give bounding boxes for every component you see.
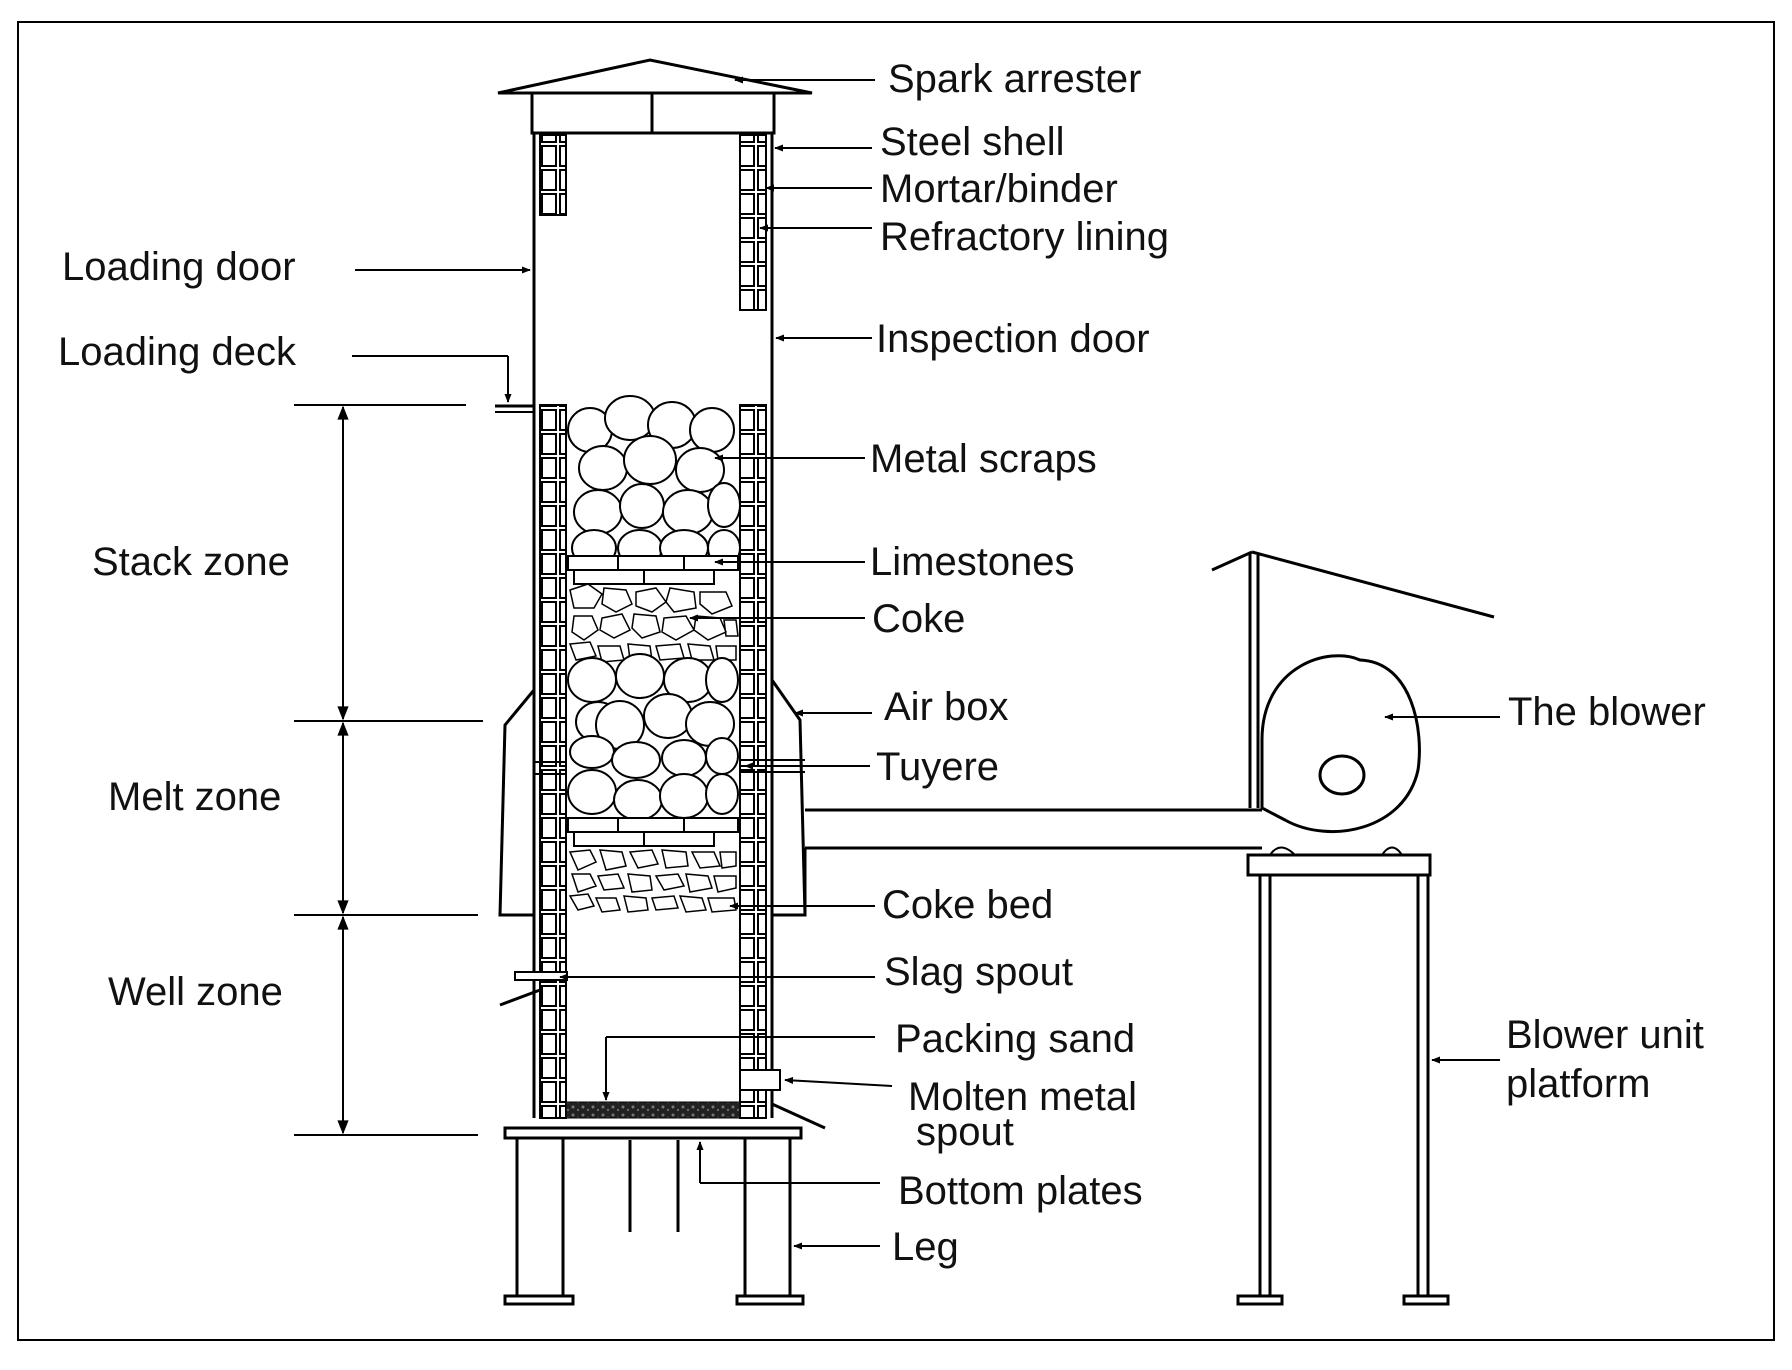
label-metal-scraps: Metal scraps <box>870 437 1097 481</box>
air-box <box>498 689 536 917</box>
blower-platform-top <box>1246 853 1432 877</box>
label-inspection-door: Inspection door <box>876 317 1150 361</box>
label-well-zone: Well zone <box>108 970 283 1014</box>
label-limestones: Limestones <box>870 540 1075 584</box>
label-slag-spout: Slag spout <box>884 950 1073 994</box>
coke-layer-upper <box>568 583 739 663</box>
slag-spout <box>514 971 568 981</box>
label-stack-zone: Stack zone <box>92 540 290 584</box>
zone-dimensions <box>294 404 483 1136</box>
label-molten-metal-spout-line2: spout <box>916 1110 1014 1154</box>
blower-inlet <box>1318 754 1366 796</box>
label-blower-unit-platform-line1: Blower unit <box>1506 1013 1704 1057</box>
refractory-lining-right <box>739 404 767 1119</box>
label-tuyere: Tuyere <box>876 745 999 789</box>
label-steel-shell: Steel shell <box>880 120 1065 164</box>
blower-housing <box>1260 654 1421 834</box>
label-packing-sand: Packing sand <box>895 1017 1135 1061</box>
spark-arrester-roof <box>497 58 813 95</box>
packing-sand <box>565 1101 741 1119</box>
leader-lines <box>352 76 1500 1250</box>
label-melt-zone: Melt zone <box>108 775 281 819</box>
label-refractory-lining: Refractory lining <box>880 215 1169 259</box>
label-bottom-plates: Bottom plates <box>898 1169 1143 1213</box>
bottom-plates <box>503 1126 803 1140</box>
label-leg: Leg <box>892 1225 959 1269</box>
blower-unit <box>803 550 1495 1306</box>
label-air-box: Air box <box>884 685 1009 729</box>
cupola-furnace <box>495 58 826 1306</box>
metal-scraps-lower <box>567 653 739 821</box>
label-mortar-binder: Mortar/binder <box>880 167 1118 211</box>
coke-bed <box>568 849 737 913</box>
furnace-legs <box>503 1138 805 1306</box>
figure-frame <box>17 21 1775 1341</box>
limestone-layer-upper <box>567 555 739 585</box>
refractory-lining-upper-right <box>739 134 767 311</box>
label-molten-metal-spout-line1: Molten metal <box>908 1075 1137 1119</box>
label-loading-door: Loading door <box>62 245 296 289</box>
label-loading-deck: Loading deck <box>58 330 297 374</box>
limestone-layer-lower <box>567 817 739 847</box>
label-blower-unit-platform-line2: platform <box>1506 1062 1651 1106</box>
molten-metal-spout <box>739 1069 781 1091</box>
label-coke-bed: Coke bed <box>882 883 1053 927</box>
metal-scraps-charge <box>567 395 741 567</box>
label-spark-arrester: Spark arrester <box>888 57 1141 101</box>
label-coke: Coke <box>872 597 965 641</box>
label-the-blower: The blower <box>1508 690 1706 734</box>
refractory-lining-upper-left <box>539 134 567 216</box>
